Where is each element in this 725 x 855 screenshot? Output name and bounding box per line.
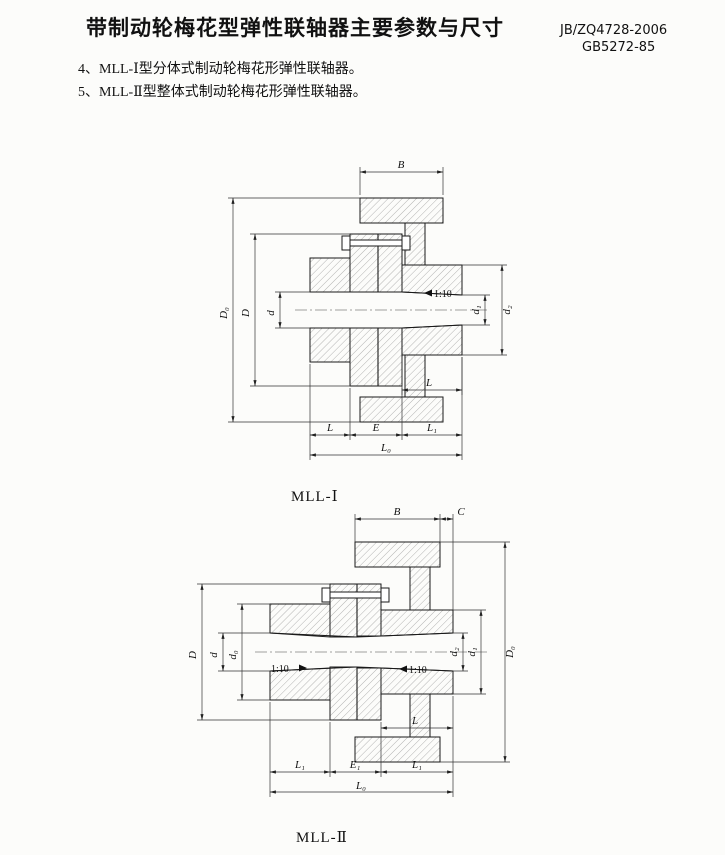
taper-left-label: 1:10 (271, 664, 289, 675)
dimension-lines (197, 514, 510, 797)
dim-l-hub: L (411, 715, 418, 727)
dimension-labels: B D₀ D d d₁ d₂ L L E L₁ L₀ (218, 159, 513, 454)
note-item-4: 4、MLL-Ⅰ型分体式制动轮梅花形弹性联轴器。 (78, 62, 363, 77)
dim-l0: L₀ (355, 780, 366, 792)
standard-code-2: GB5272-85 (582, 40, 656, 55)
standard-code-1: JB/ZQ4728-2006 (560, 23, 668, 38)
flange-bolt (341, 235, 411, 251)
dim-e: E (372, 422, 380, 434)
taper-right-label: 1:10 (409, 665, 427, 676)
dim-c: C (457, 506, 465, 518)
figure-caption-mll1: MLL-Ⅰ (291, 489, 339, 505)
dim-l1-left: L₁ (294, 759, 305, 771)
dimension-labels: B C D d d₀ d₂ d₁ D₀ L L₁ E₁ L₁ L₀ (187, 506, 516, 792)
coupling-outline (269, 584, 454, 720)
taper-annotation: 1:10 (424, 289, 452, 300)
dim-b: B (398, 159, 405, 171)
dim-b: B (394, 506, 401, 518)
dim-d-cap: D (187, 651, 199, 660)
dim-l: L (326, 422, 333, 434)
dim-l-hub: L (425, 377, 432, 389)
taper-annotation-left: 1:10 (271, 664, 307, 675)
dim-l0: L₀ (380, 442, 391, 454)
mll1-drawing: 1:10 B D₀ D d d₁ d₂ L L E L₁ L₀ (218, 159, 513, 460)
dim-d0-cap: D₀ (504, 646, 516, 659)
dimension-lines (228, 167, 507, 460)
standard-codes: JB/ZQ4728-2006 GB5272-85 (560, 22, 667, 56)
dim-d2: d₂ (448, 647, 460, 657)
dim-d0-small: d₀ (227, 650, 239, 660)
taper-label: 1:10 (434, 289, 452, 300)
type-notes: 4、MLL-Ⅰ型分体式制动轮梅花形弹性联轴器。 5、MLL-Ⅱ型整体式制动轮梅花… (78, 58, 367, 104)
taper-annotation-right: 1:10 (399, 665, 427, 676)
dim-l1-right: L₁ (411, 759, 422, 771)
dim-d1: d₁ (466, 647, 478, 657)
flange-bolt (321, 587, 390, 603)
dim-e1: E₁ (349, 759, 361, 771)
note-item-5: 5、MLL-Ⅱ型整体式制动轮梅花形弹性联轴器。 (78, 85, 367, 100)
mll2-drawing: 1:10 1:10 B C D d d₀ d₂ d₁ D₀ L L₁ E₁ L₁… (187, 506, 516, 797)
dim-d2: d₂ (501, 305, 513, 315)
dim-d-cap: D (240, 309, 252, 318)
dim-d0-cap: D₀ (218, 307, 230, 320)
dim-l1: L₁ (426, 422, 437, 434)
page-title: 带制动轮梅花型弹性联轴器主要参数与尺寸 (86, 16, 504, 40)
dim-d-small: d (265, 310, 277, 316)
figure-caption-mll2: MLL-Ⅱ (296, 830, 348, 846)
dim-d-small: d (208, 652, 220, 658)
dim-d1: d₁ (470, 305, 482, 315)
